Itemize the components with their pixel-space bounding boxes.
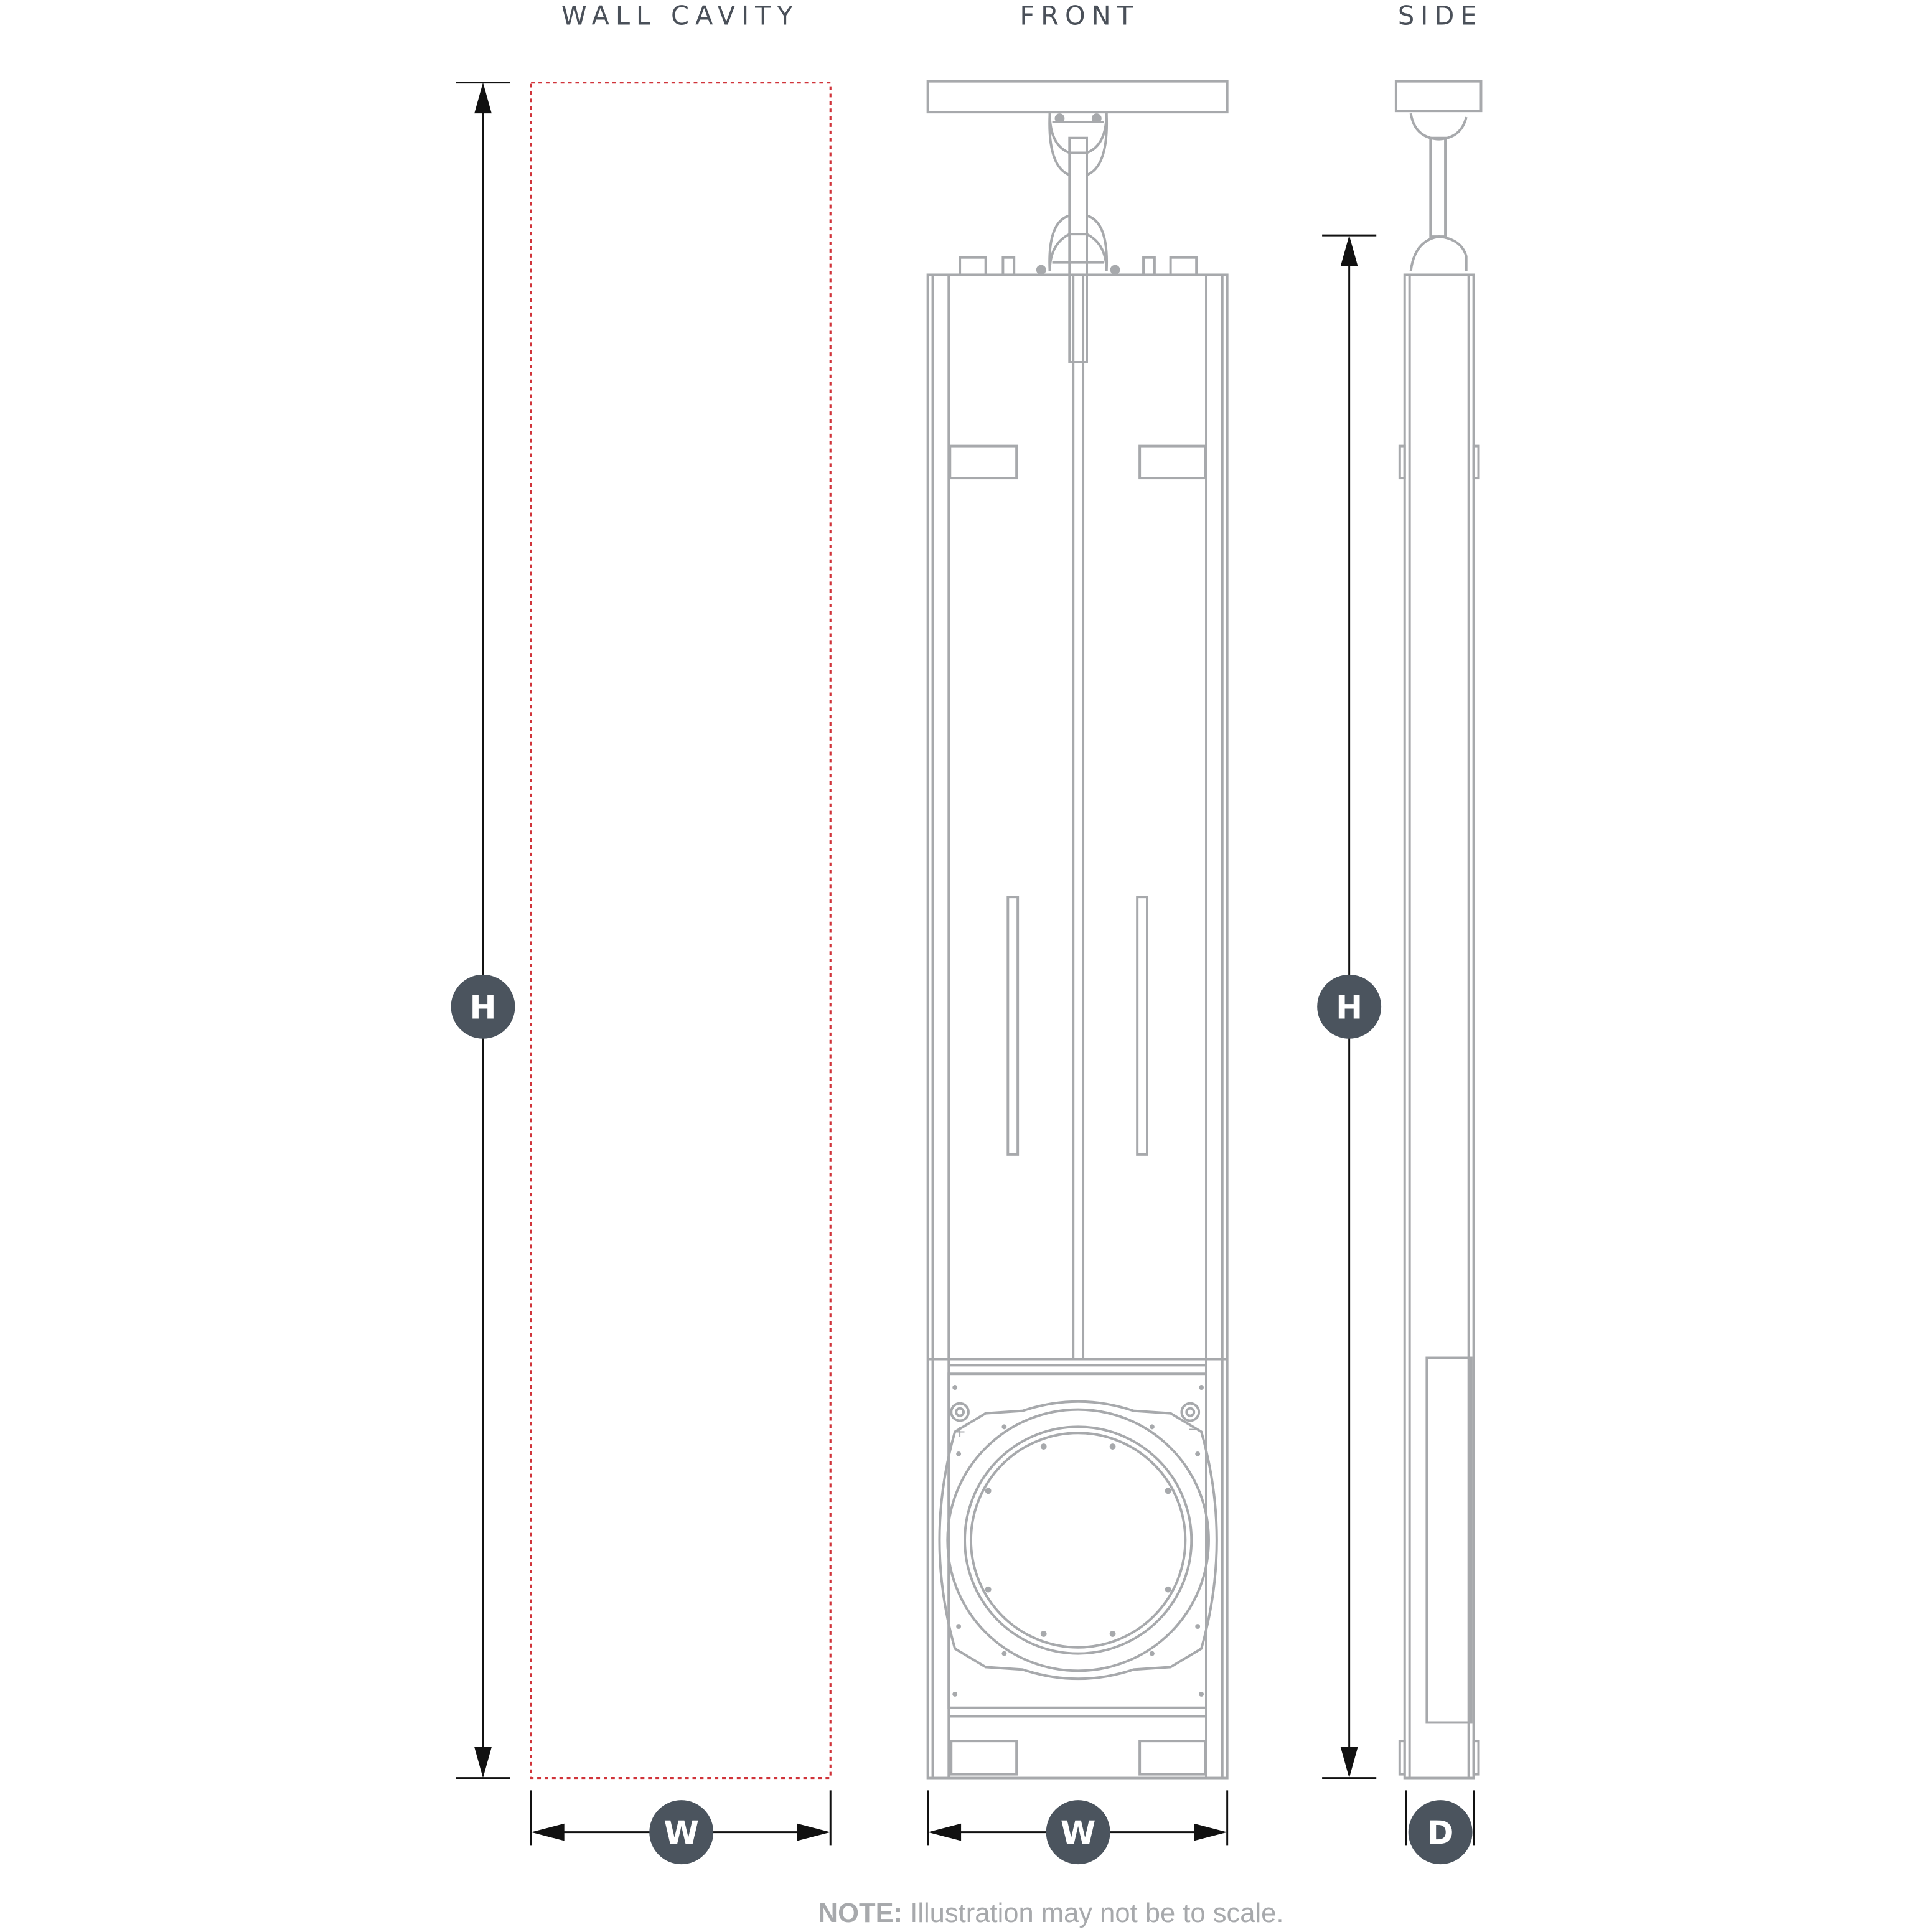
side-depth-dimension: D [1405,1790,1475,1865]
width-badge-label: W [664,1815,699,1852]
title-front: FRONT [1020,1,1138,31]
arrow-up-icon [474,82,492,114]
height-badge-label: H [469,989,496,1026]
woofer-panel [947,1372,1208,1709]
woofer: + − [938,1385,1218,1697]
positive-terminal-icon [950,1402,970,1422]
height-badge-label: H [1336,989,1362,1026]
wall-cavity-outline [530,82,832,1780]
arrow-left-icon [531,1823,565,1841]
side-view: H D [1317,80,1483,1865]
positive-label: + [954,1423,966,1440]
width-badge [649,1800,714,1865]
wall-cavity-view: H W [451,82,832,1865]
cavity-width-dimension: W [530,1790,832,1865]
depth-badge [1408,1800,1473,1865]
side-enclosure [1403,273,1475,1780]
width-badge-label: W [1061,1815,1096,1852]
front-width-dimension: W [927,1790,1229,1865]
arrow-down-icon [1340,1747,1358,1778]
center-divider [1072,273,1085,1361]
mount-bracket [1036,113,1120,363]
front-view: + − W [926,80,1229,1865]
arrow-right-icon [797,1823,831,1841]
ceiling-plate [926,80,1229,114]
scale-note: NOTE: Illustration may not be to scale. [818,1898,1284,1928]
side-height-dimension: H [1317,234,1382,1780]
note-text: Illustration may not be to scale. [903,1898,1283,1928]
negative-terminal-icon [1180,1402,1201,1422]
depth-badge-label: D [1427,1815,1454,1852]
width-badge [1046,1800,1110,1865]
note-label: NOTE: [818,1898,903,1928]
arrow-right-icon [1194,1823,1227,1841]
arrow-up-icon [1340,235,1358,266]
title-side: SIDE [1398,1,1483,31]
cavity-height-dimension: H [451,82,515,1780]
arrow-left-icon [927,1823,962,1841]
height-badge [451,974,515,1039]
woofer-cone [969,1432,1187,1649]
height-badge [1317,974,1382,1039]
negative-label: − [1188,1420,1200,1438]
arrow-down-icon [474,1747,492,1778]
woofer-flange [938,1400,1218,1681]
side-ceiling-plate [1394,80,1483,113]
title-wall-cavity: WALL CAVITY [561,1,799,31]
